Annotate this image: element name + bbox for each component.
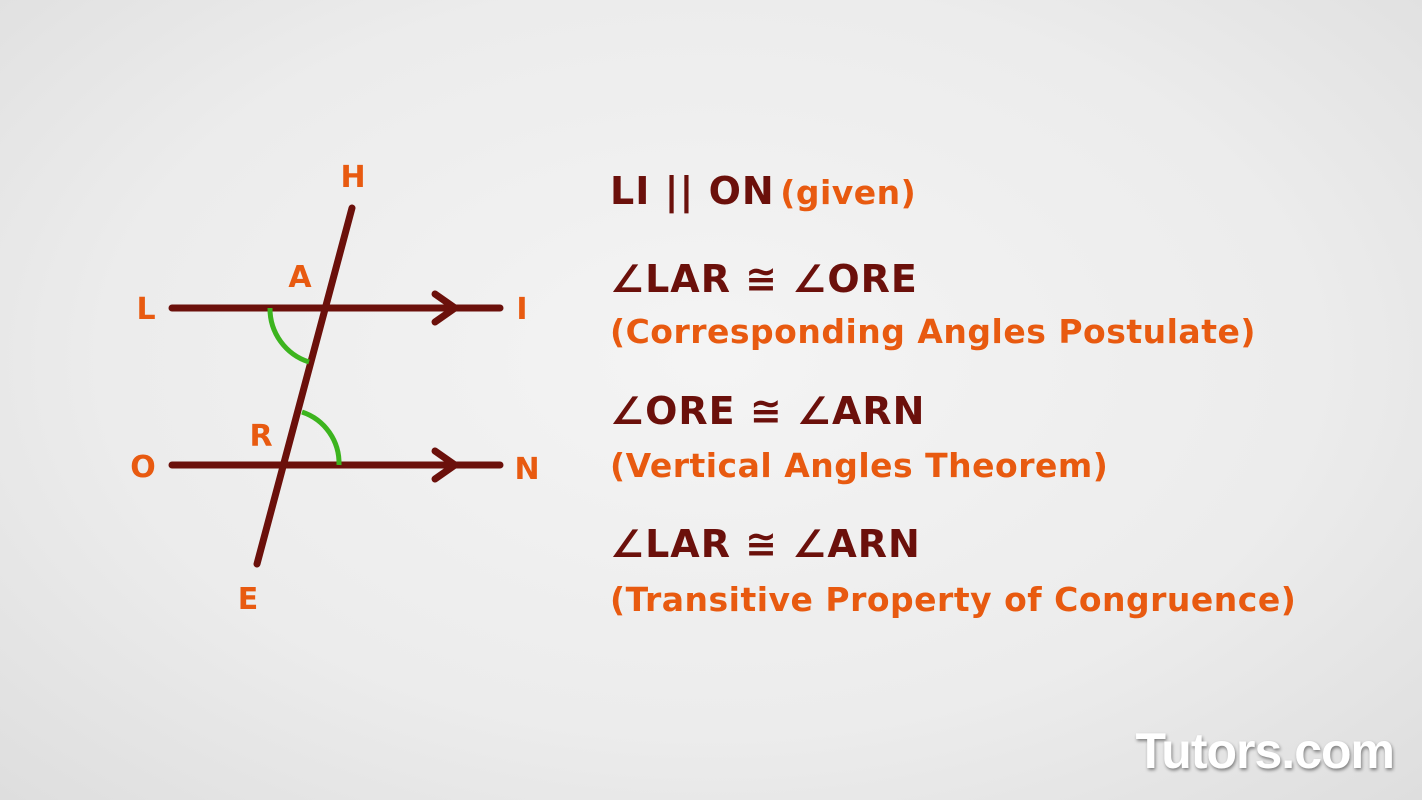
- proof-statement: ∠LAR ≅ ∠ORE: [610, 257, 918, 301]
- angle-arc-ARN: [301, 409, 342, 466]
- proof-statement: ∠LAR ≅ ∠ARN: [610, 522, 921, 566]
- proof-reason: (Corresponding Angles Postulate): [610, 312, 1256, 351]
- arrow-LI: [431, 290, 459, 326]
- point-label-E: E: [237, 582, 259, 617]
- point-label-N: N: [514, 452, 540, 487]
- point-label-O: O: [130, 450, 156, 485]
- proof-reason: (given): [780, 173, 917, 212]
- point-label-A: A: [288, 260, 312, 295]
- proof-reason: (Vertical Angles Theorem): [610, 446, 1109, 485]
- point-label-L: L: [136, 292, 156, 327]
- angle-arc-LAR: [267, 307, 310, 365]
- arrow-ON: [431, 447, 459, 483]
- proof-statement: ∠ORE ≅ ∠ARN: [610, 389, 926, 433]
- tutors-logo-watermark: Tutors.com: [1135, 723, 1395, 779]
- transversal-HE: [253, 204, 356, 568]
- proof-reason: (Transitive Property of Congruence): [610, 580, 1297, 619]
- point-label-H: H: [340, 160, 366, 195]
- proof-step-1: LI || ON (given): [610, 172, 916, 210]
- point-label-I: I: [516, 292, 528, 327]
- proof-statement: LI || ON: [610, 169, 775, 213]
- point-label-R: R: [249, 419, 273, 454]
